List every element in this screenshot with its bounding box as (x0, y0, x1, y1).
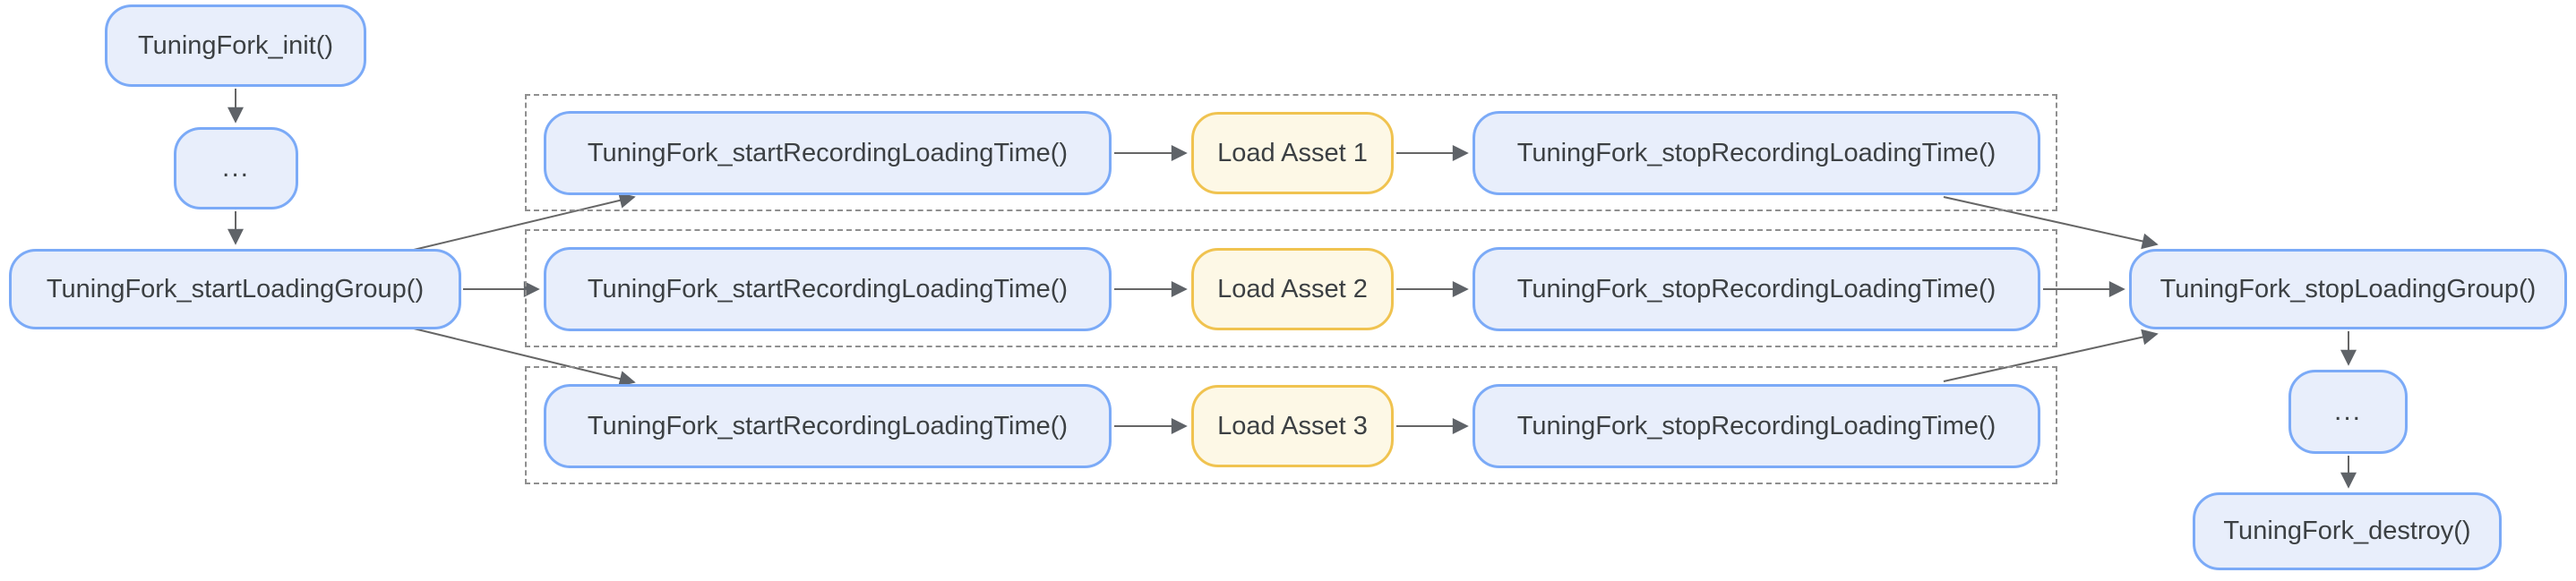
node-start-recording-1: TuningFork_startRecordingLoadingTime() (544, 111, 1112, 195)
node-load-asset-2: Load Asset 2 (1191, 248, 1394, 330)
node-stop-recording-3: TuningFork_stopRecordingLoadingTime() (1473, 384, 2040, 468)
node-label: TuningFork_destroy() (2223, 517, 2471, 545)
node-tuningfork-init: TuningFork_init() (105, 4, 366, 87)
node-tuningfork-destroy: TuningFork_destroy() (2193, 492, 2502, 570)
node-ellipsis-bottom: ... (2288, 370, 2408, 454)
node-load-asset-1: Load Asset 1 (1191, 112, 1394, 194)
node-stop-loading-group: TuningFork_stopLoadingGroup() (2129, 249, 2567, 329)
node-ellipsis-top: ... (174, 127, 298, 209)
node-label: TuningFork_stopRecordingLoadingTime() (1516, 274, 1996, 303)
node-label: TuningFork_startRecordingLoadingTime() (587, 411, 1069, 440)
node-label: TuningFork_stopRecordingLoadingTime() (1516, 138, 1996, 167)
node-start-recording-2: TuningFork_startRecordingLoadingTime() (544, 247, 1112, 331)
node-label: TuningFork_init() (137, 30, 334, 60)
node-label: Load Asset 2 (1217, 274, 1368, 303)
node-label: TuningFork_stopRecordingLoadingTime() (1516, 411, 1996, 440)
node-stop-recording-1: TuningFork_stopRecordingLoadingTime() (1473, 111, 2040, 195)
node-stop-recording-2: TuningFork_stopRecordingLoadingTime() (1473, 247, 2040, 331)
node-label: TuningFork_startRecordingLoadingTime() (587, 138, 1069, 167)
node-label: TuningFork_startRecordingLoadingTime() (587, 274, 1069, 303)
node-label: Load Asset 1 (1217, 138, 1368, 167)
node-label: Load Asset 3 (1217, 411, 1368, 440)
dashed-group-loading-row-3 (525, 366, 2057, 484)
node-load-asset-3: Load Asset 3 (1191, 385, 1394, 467)
dashed-group-loading-row-2 (525, 229, 2057, 347)
node-label: TuningFork_startLoadingGroup() (46, 274, 425, 303)
node-label: TuningFork_stopLoadingGroup() (2160, 274, 2537, 303)
node-start-loading-group: TuningFork_startLoadingGroup() (9, 249, 461, 329)
node-start-recording-3: TuningFork_startRecordingLoadingTime() (544, 384, 1112, 468)
node-label: ... (221, 153, 250, 183)
node-label: ... (2333, 397, 2362, 426)
dashed-group-loading-row-1 (525, 94, 2057, 211)
